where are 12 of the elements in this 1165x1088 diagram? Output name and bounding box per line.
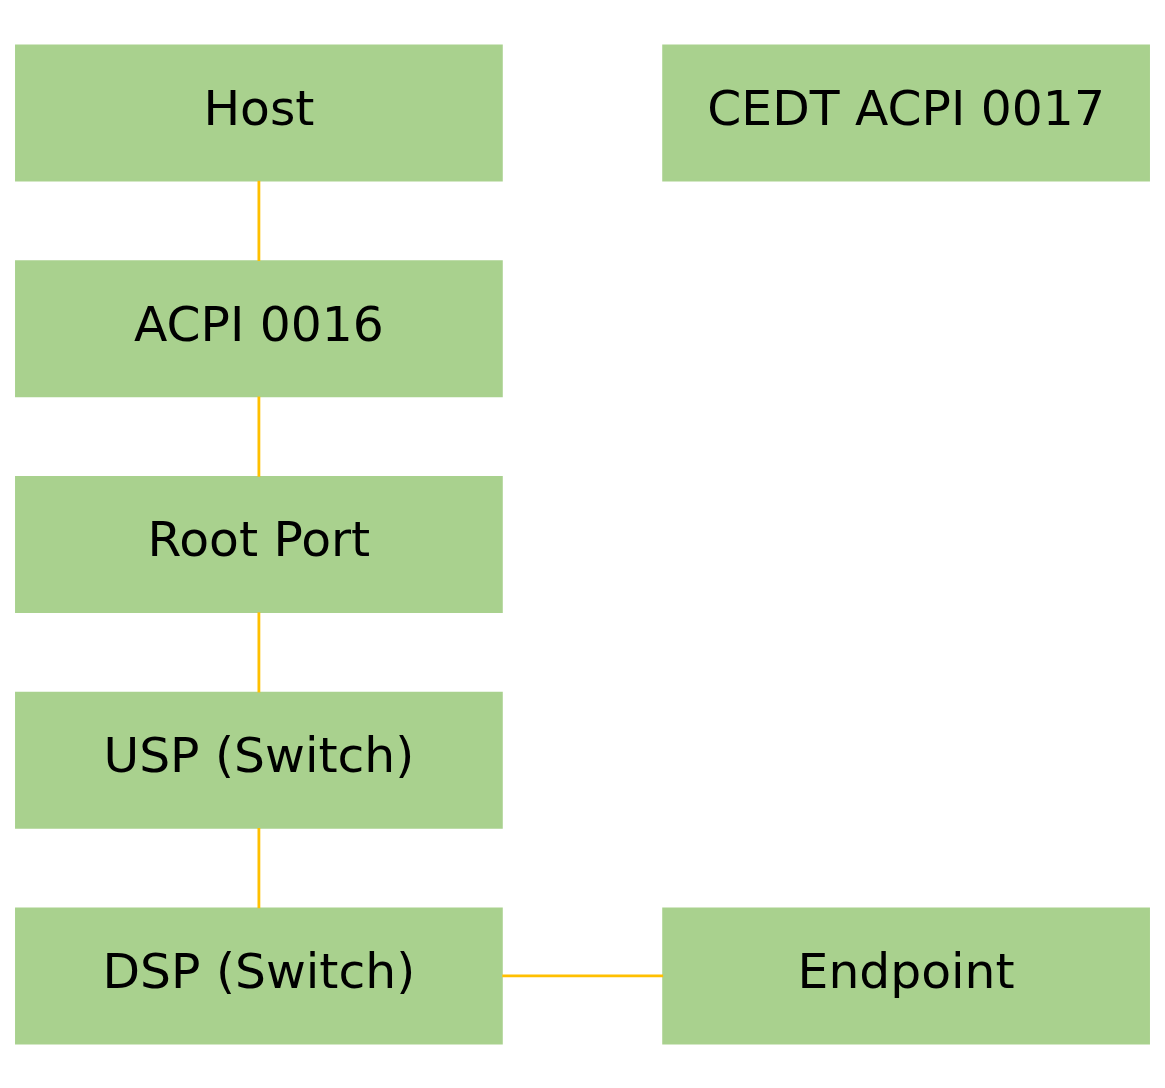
connector bbox=[257, 396, 261, 477]
node-box: Host bbox=[15, 44, 503, 181]
node-box: USP (Switch) bbox=[15, 691, 503, 829]
node-box: DSP (Switch) bbox=[15, 907, 503, 1044]
node-box: Endpoint bbox=[662, 907, 1150, 1044]
node-box: ACPI 0016 bbox=[15, 259, 503, 397]
node-box: Root Port bbox=[15, 475, 503, 613]
connector bbox=[257, 180, 261, 261]
node-box: CEDT ACPI 0017 bbox=[662, 44, 1150, 181]
connector bbox=[257, 611, 261, 692]
connector bbox=[502, 974, 664, 977]
connector bbox=[257, 827, 261, 908]
